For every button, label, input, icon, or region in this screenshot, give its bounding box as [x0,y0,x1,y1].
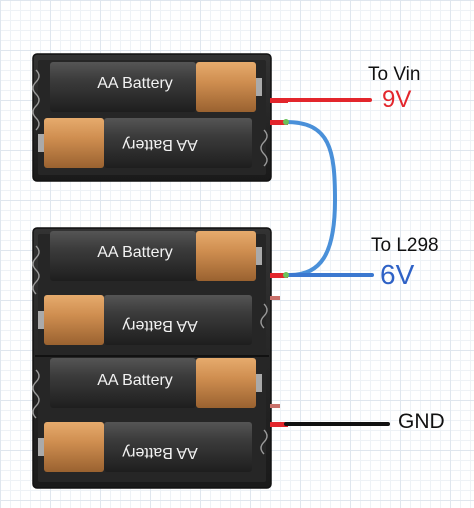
l298-title: To L298 [371,235,439,256]
terminal-pin [270,422,288,427]
battery-label: AA Battery [97,372,173,389]
battery-label: AA Battery [122,444,198,461]
terminal-pin [270,273,288,278]
battery-holder-top: AA Battery AA Battery [32,53,272,182]
wire-endpoint [283,119,289,125]
terminal-pin [270,98,288,103]
terminal-pin [270,296,280,300]
wire-endpoint [283,272,289,278]
battery-label: AA Battery [122,317,198,334]
battery-cell: AA Battery [50,231,262,281]
battery-label: AA Battery [122,136,198,153]
battery-cell: AA Battery [38,422,252,472]
terminal-pin [270,404,280,408]
battery-cell: AA Battery [38,295,252,345]
battery-cell: AA Battery [50,62,262,112]
vin-voltage: 9V [382,86,412,113]
terminal-pin [270,120,288,125]
wire-series [284,120,338,277]
battery-holder-bottom: AA Battery AA Battery AA Battery [32,227,272,489]
l298-voltage: 6V [380,259,415,290]
gnd-label: GND [398,410,445,433]
battery-cell: AA Battery [50,358,262,408]
battery-label: AA Battery [97,244,173,261]
battery-cell: AA Battery [38,118,252,168]
battery-label: AA Battery [97,75,173,92]
vin-title: To Vin [368,64,421,85]
